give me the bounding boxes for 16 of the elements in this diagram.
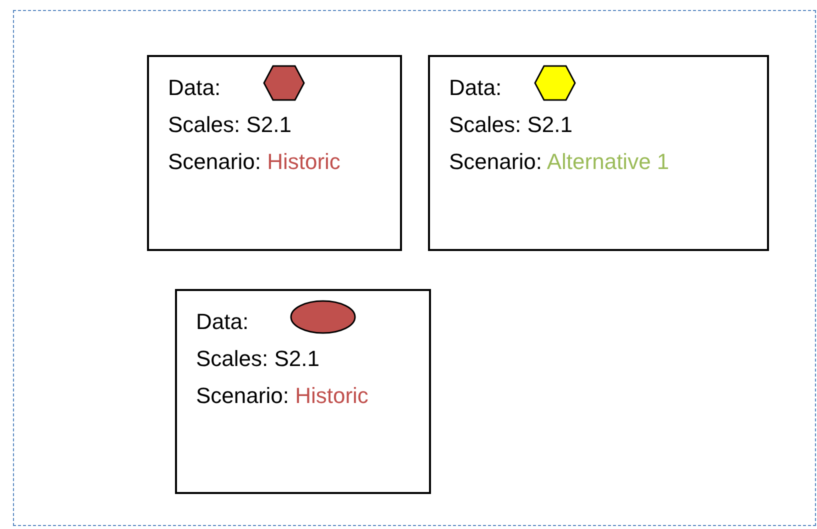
dashed-frame	[13, 10, 816, 526]
scales-text: Scales: S2.1	[168, 112, 292, 137]
data-label: Data:	[449, 75, 502, 100]
scales-text: Scales: S2.1	[196, 346, 320, 371]
data-label: Data:	[196, 309, 249, 334]
scenario-card	[175, 289, 431, 494]
scales-text: Scales: S2.1	[449, 112, 573, 137]
scenario-value: Alternative 1	[546, 149, 670, 174]
scenario-label: Scenario:	[449, 149, 542, 174]
data-label: Data:	[168, 75, 221, 100]
scenario-label: Scenario:	[196, 383, 289, 408]
scenario-label: Scenario:	[168, 149, 261, 174]
scenario-value: Historic	[267, 149, 340, 174]
scenario-card	[147, 55, 402, 251]
scenario-value: Historic	[295, 383, 368, 408]
scenario-card	[428, 55, 769, 251]
